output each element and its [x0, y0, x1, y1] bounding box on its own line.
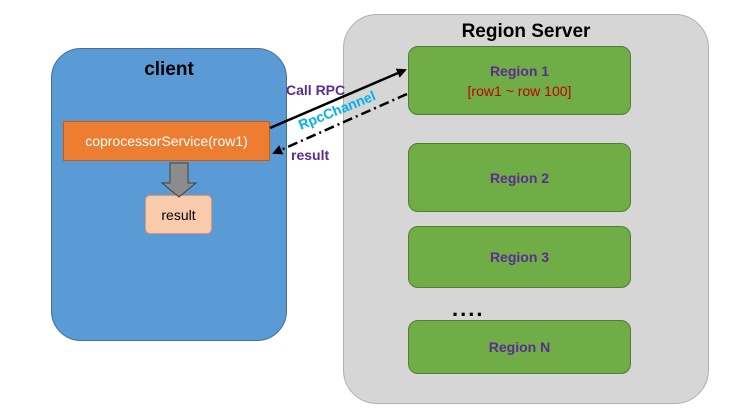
region-3-label: Region 3	[489, 249, 550, 265]
region-1-range: [row1 ~ row 100]	[467, 82, 572, 99]
result-arrow-label: result	[291, 147, 330, 163]
region-n-label: Region N	[488, 339, 551, 355]
region-2-box: Region 2	[408, 143, 631, 212]
region-server-title: Region Server	[461, 21, 591, 42]
region-n-box: Region N	[408, 320, 631, 374]
region-1-label: Region 1	[489, 62, 550, 79]
client-title: client	[144, 59, 194, 80]
coprocessor-service-label: coprocessorService(row1)	[85, 133, 248, 149]
result-arrow	[272, 92, 408, 155]
region-ellipsis: ....	[452, 296, 485, 321]
region-1-box: Region 1 [row1 ~ row 100]	[408, 46, 631, 115]
client-result-label: result	[161, 206, 196, 223]
region-3-box: Region 3	[408, 226, 631, 288]
region-2-label: Region 2	[489, 169, 550, 186]
client-result-box: result	[145, 195, 212, 234]
client-container: client	[51, 48, 287, 341]
down-arrow-icon	[160, 162, 198, 198]
call-rpc-arrow	[269, 68, 407, 130]
call-rpc-label: Call RPC	[286, 82, 346, 98]
coprocessor-service-box: coprocessorService(row1)	[63, 121, 270, 161]
